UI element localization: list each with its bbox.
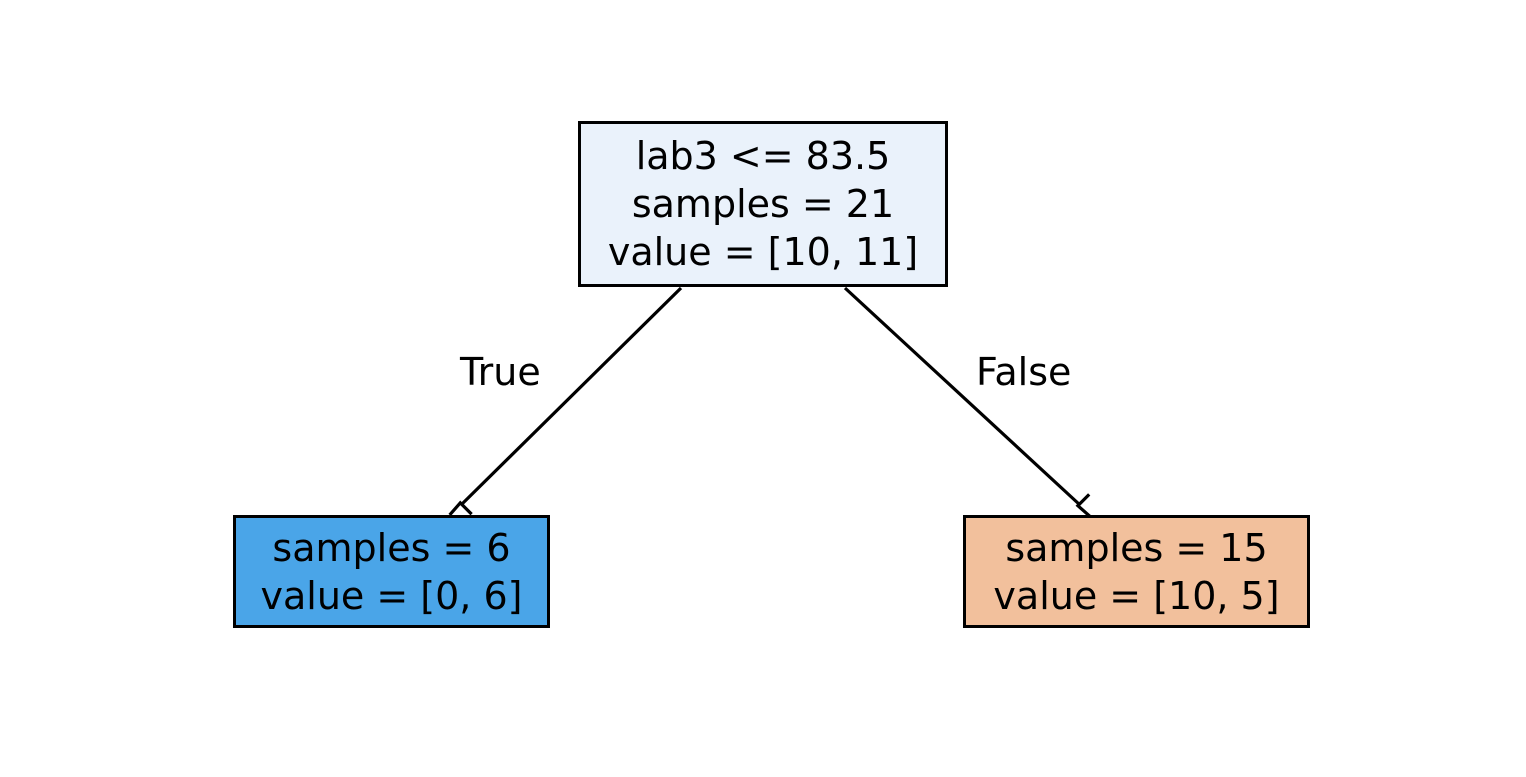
leaf-true-value-text: value = [0, 6] — [260, 573, 523, 618]
leaf-true-samples-text: samples = 6 — [272, 525, 511, 570]
root-condition-text: lab3 <= 83.5 — [635, 134, 891, 178]
leaf-false-value-text: value = [10, 5] — [993, 573, 1280, 618]
tree-node-root[interactable]: lab3 <= 83.5 samples = 21 value = [10, 1… — [578, 121, 948, 287]
root-samples-text: samples = 21 — [631, 182, 895, 226]
edge-true-branch — [448, 286, 683, 516]
root-value-text: value = [10, 11] — [607, 230, 919, 274]
edge-label-true: True — [460, 350, 541, 394]
edge-false-branch — [843, 286, 1091, 518]
tree-node-leaf-true[interactable]: samples = 6 value = [0, 6] — [233, 515, 550, 628]
edge-label-false: False — [976, 350, 1072, 394]
tree-node-leaf-false[interactable]: samples = 15 value = [10, 5] — [963, 515, 1310, 628]
leaf-false-samples-text: samples = 15 — [1005, 525, 1268, 570]
